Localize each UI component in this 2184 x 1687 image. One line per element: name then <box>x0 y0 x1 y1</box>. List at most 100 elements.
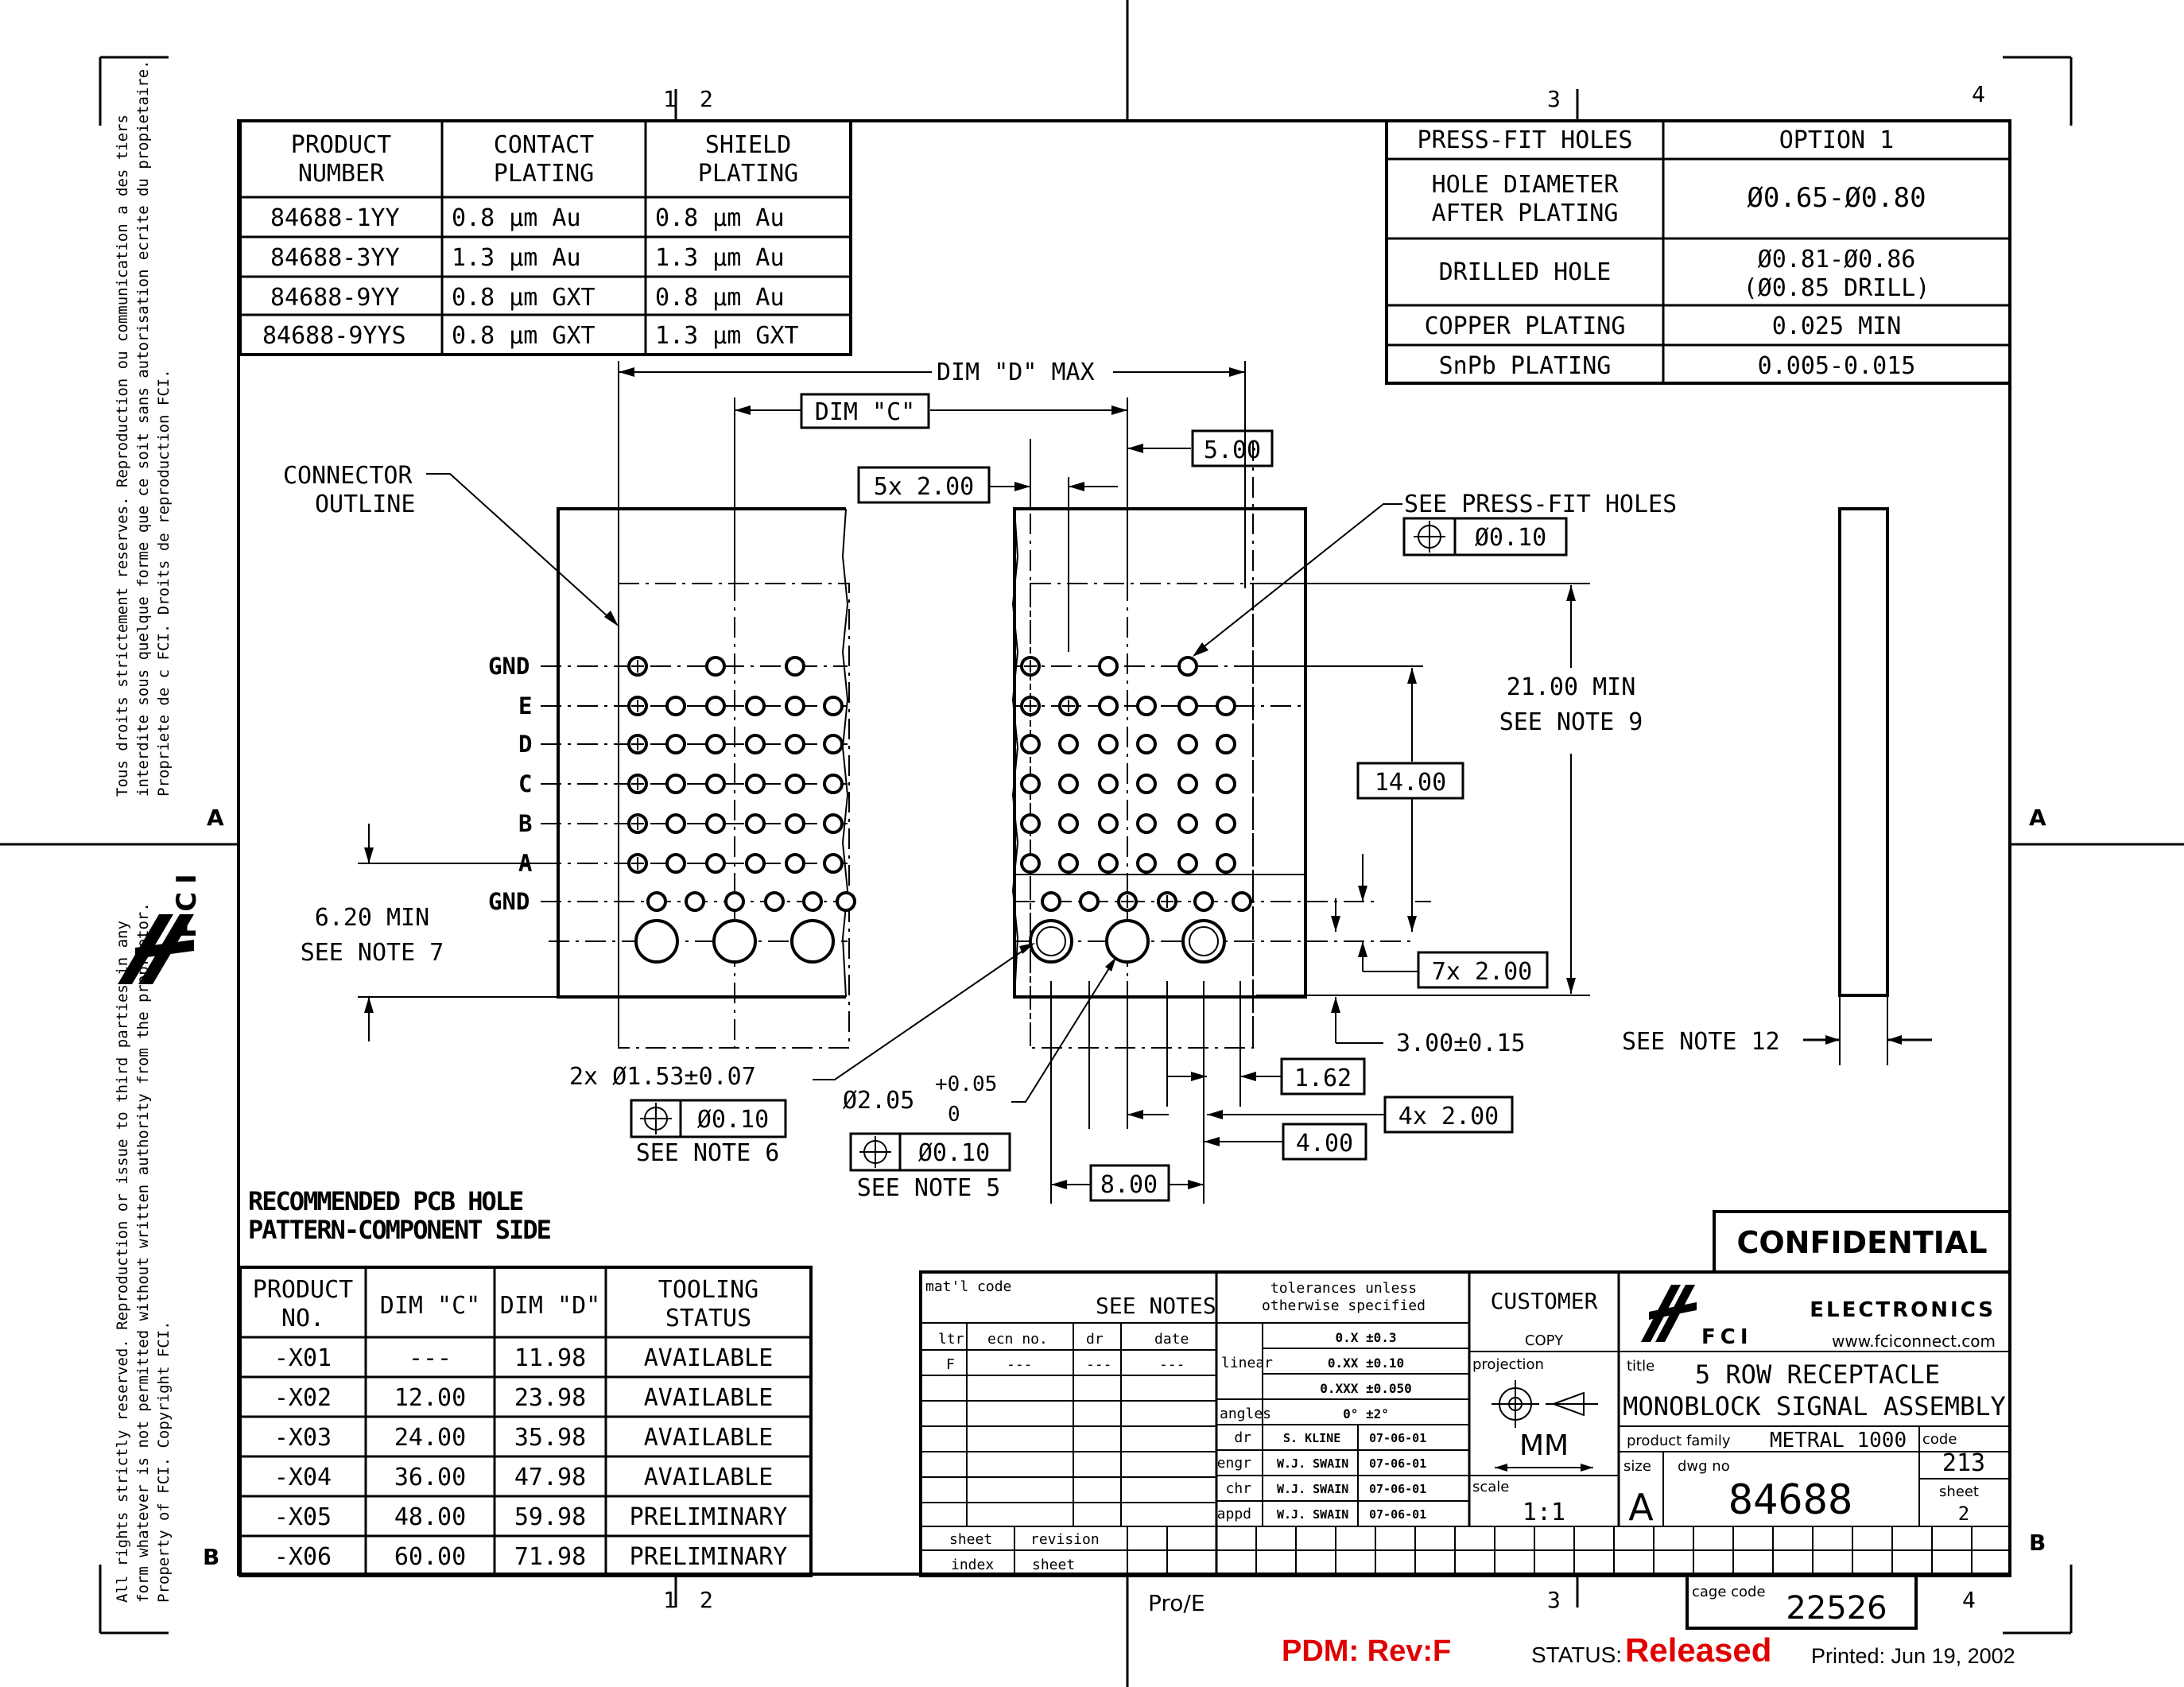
rev-header-dr: dr <box>1086 1331 1104 1348</box>
dim-1400: 14.00 <box>1375 769 1446 797</box>
fci-side-logo: FCI <box>118 866 203 984</box>
shield-hole <box>712 919 757 964</box>
see-notes: SEE NOTES <box>1096 1293 1216 1319</box>
pcb-hole <box>1216 853 1236 874</box>
family-label: product family <box>1627 1433 1731 1449</box>
dim-table-cell: -X04 <box>274 1464 332 1491</box>
plating-r4-product: 84688-9YYS <box>262 322 406 350</box>
dim-table: PRODUCT NO. DIM "C" DIM "D" TOOLING STAT… <box>239 1266 813 1577</box>
pcb-hole <box>745 774 766 794</box>
pcb-hole <box>1020 734 1041 754</box>
row-label-c: C <box>518 770 532 797</box>
plating-r1-product: 84688-1YY <box>270 204 400 232</box>
dim-300: 3.00±0.15 <box>1396 1030 1526 1057</box>
size-label: size <box>1623 1458 1651 1475</box>
see-pressfit-holes: SEE PRESS-FIT HOLES <box>1404 491 1677 518</box>
rights-en-2: form whatever is not permitted without w… <box>134 902 152 1603</box>
code-value: 213 <box>1942 1449 1985 1477</box>
title-block: mat'l code ltr ecn no. dr date sheet ind… <box>919 1270 2011 1630</box>
row-labels: GND E D C B A GND <box>488 653 532 915</box>
zone-top-2: 2 <box>700 86 713 112</box>
sign-role-chr: chr <box>1225 1480 1251 1497</box>
hole-205-minus: 0 <box>948 1103 960 1127</box>
sign-name-dr: S. KLINE <box>1283 1431 1340 1445</box>
pressfit-r4-label: SnPb PLATING <box>1439 352 1612 380</box>
pressfit-table: PRESS-FIT HOLES OPTION 1 HOLE DIAMETER A… <box>1385 119 2011 385</box>
dim-620-2: SEE NOTE 7 <box>301 939 444 967</box>
pcb-hole-gnd <box>1232 891 1252 912</box>
see-note-5: SEE NOTE 5 <box>857 1174 1001 1202</box>
confidential-label: CONFIDENTIAL <box>1736 1225 1987 1260</box>
pcb-hole <box>705 853 726 874</box>
pressfit-tolerance: Ø0.10 <box>1475 524 1546 552</box>
cage-code: 22526 <box>1786 1590 1887 1627</box>
zone-bottom-4: 4 <box>1962 1587 1976 1613</box>
dim-table-cell: -X03 <box>274 1424 332 1452</box>
plating-r2-product: 84688-3YY <box>270 244 400 272</box>
dim-table-cell: AVAILABLE <box>644 1424 774 1452</box>
plating-r1-shield: 0.8 µm Au <box>655 204 785 232</box>
zone-right-B: B <box>2029 1530 2046 1556</box>
rev-row-date: --- <box>1159 1356 1185 1373</box>
revision-label: revision <box>1030 1531 1100 1548</box>
dim-table-cell: 71.98 <box>514 1543 586 1571</box>
see-note-12: SEE NOTE 12 <box>1622 1028 1780 1056</box>
dim-table-header-c: DIM "C" <box>380 1292 480 1320</box>
dim-table-cell: --- <box>409 1344 452 1372</box>
hole-center-mark <box>1024 700 1037 712</box>
pcb-hole <box>665 696 686 716</box>
plating-header-shield-2: PLATING <box>698 160 798 188</box>
dim-162: 1.62 <box>1294 1065 1352 1092</box>
plating-r4-contact: 0.8 µm GXT <box>452 322 595 350</box>
confidential-box: CONFIDENTIAL <box>1713 1210 2011 1274</box>
hole-center-mark <box>1062 700 1075 712</box>
dim-7x-200: 7x 2.00 <box>1432 958 1532 986</box>
shield-hole-ring <box>1036 926 1066 956</box>
rev-row-ecn: --- <box>1007 1356 1033 1373</box>
connector-outline-1: CONNECTOR <box>283 462 413 490</box>
left-hole-grid <box>627 656 856 964</box>
tol-row-3: 0.XXX ±0.050 <box>1320 1381 1412 1396</box>
pcb-hole-gnd <box>724 891 745 912</box>
hole-153-tolerance: Ø0.10 <box>697 1106 769 1134</box>
pcb-hole <box>745 813 766 834</box>
angles-label: angles <box>1220 1406 1271 1422</box>
rev-header-ltr: ltr <box>938 1331 964 1348</box>
pcb-hole <box>1216 774 1236 794</box>
pcb-hole <box>823 813 844 834</box>
cage-code-label: cage code <box>1692 1584 1766 1600</box>
matl-code-label: mat'l code <box>925 1278 1011 1295</box>
row-label-b: B <box>518 810 532 837</box>
dim-table-cell: PRELIMINARY <box>630 1503 788 1531</box>
pcb-hole-gnd <box>1079 891 1100 912</box>
plating-r4-shield: 1.3 µm GXT <box>655 322 799 350</box>
pcb-hole <box>823 734 844 754</box>
dim-table-cell: AVAILABLE <box>644 1344 774 1372</box>
rev-header-date: date <box>1154 1331 1189 1348</box>
zone-bottom-3: 3 <box>1547 1587 1561 1613</box>
dim-800: 8.00 <box>1100 1171 1158 1199</box>
third-angle-projection-icon <box>1492 1380 1598 1428</box>
plating-r3-product: 84688-9YY <box>270 284 400 312</box>
pcb-hole-gnd <box>646 891 667 912</box>
pcb-hole <box>665 734 686 754</box>
dimensions: DIM "D" MAX DIM "C" 5x 2.00 5.00 CONNECT… <box>283 359 1677 1204</box>
left-connector-view <box>541 361 856 1049</box>
pcb-hole <box>705 734 726 754</box>
zone-left-A: A <box>207 805 224 831</box>
sign-name-chr: W.J. SWAIN <box>1277 1482 1348 1496</box>
dim-table-cell: 48.00 <box>394 1503 466 1531</box>
pressfit-header-label: PRESS-FIT HOLES <box>1418 126 1633 154</box>
product-family: METRAL 1000 <box>1770 1429 1907 1452</box>
rights-fr-2: interdite sous quelque forme que ce soit… <box>134 60 152 797</box>
zone-labels: 1 2 3 4 1 2 3 4 A B A B <box>203 81 2046 1613</box>
tol-row-2: 0.XX ±0.10 <box>1328 1355 1404 1371</box>
rights-fr-3: Propriete de c FCI. Droits de reproducti… <box>155 369 173 797</box>
drawing-title-1: 5 ROW RECEPTACLE <box>1695 1359 1940 1390</box>
hole-center-mark <box>631 857 644 870</box>
dim-table-cell: -X01 <box>274 1344 332 1372</box>
dwg-no-label: dwg no <box>1678 1458 1730 1475</box>
linear-label: linear <box>1221 1355 1273 1371</box>
pressfit-r4-value: 0.005-0.015 <box>1758 352 1916 380</box>
see-note-6: SEE NOTE 6 <box>636 1139 780 1167</box>
